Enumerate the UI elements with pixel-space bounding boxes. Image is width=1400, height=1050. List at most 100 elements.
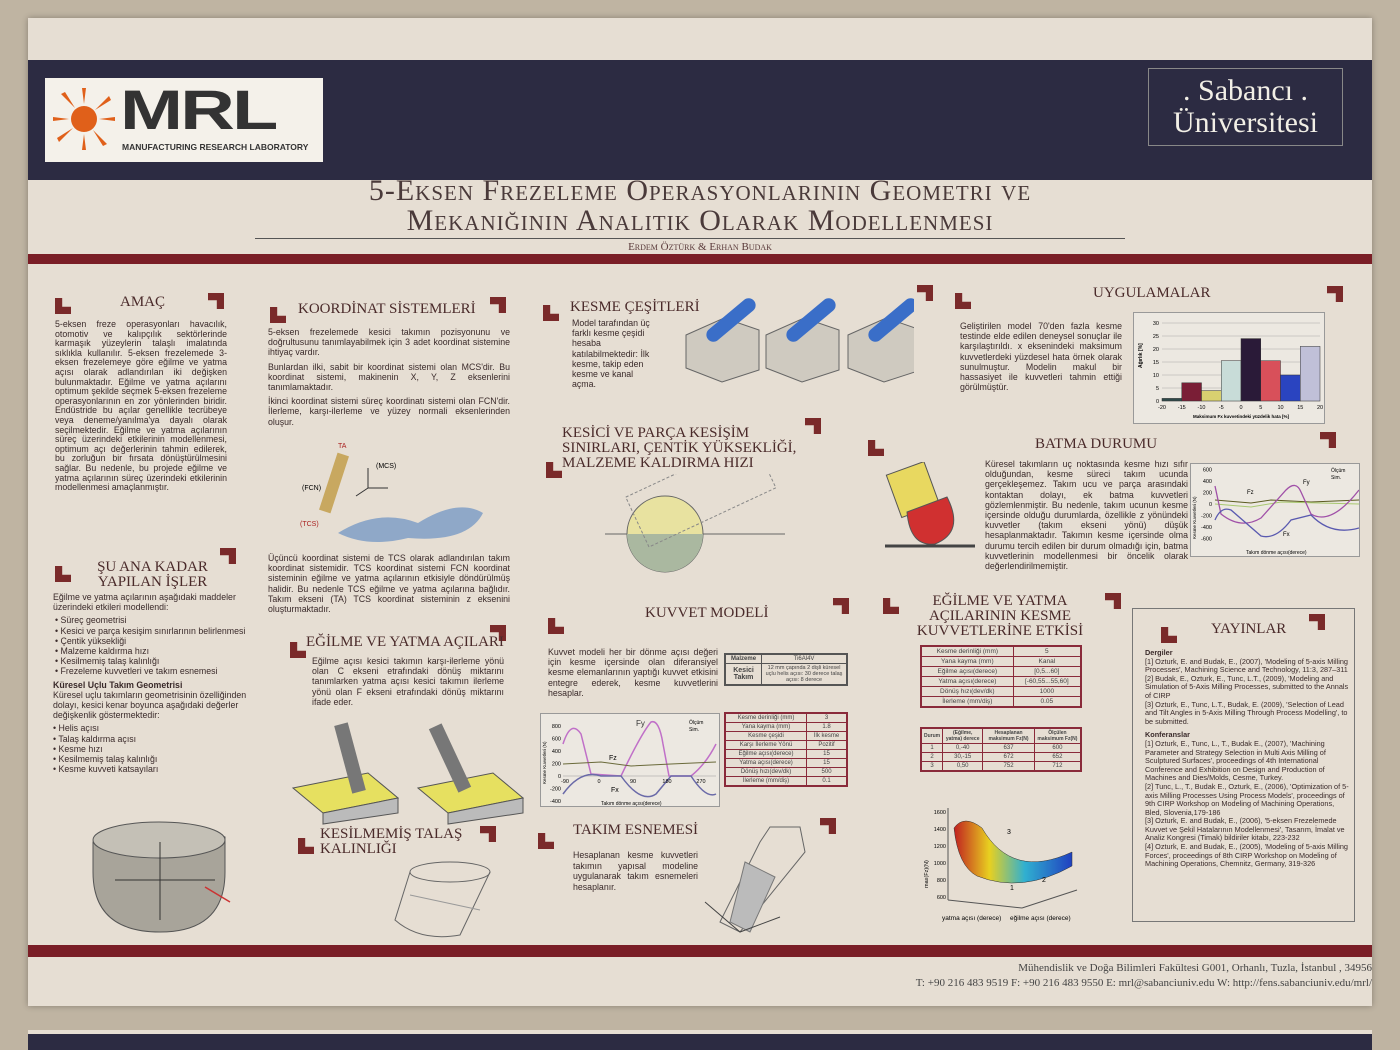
z-tick-label: 600 bbox=[937, 895, 946, 901]
list-item: Çentik yüksekliği bbox=[55, 636, 253, 646]
list-item: Kesme kuvveti katsayıları bbox=[53, 764, 253, 774]
y-tick-label: -200 bbox=[550, 787, 561, 793]
y-tick-label: 400 bbox=[1203, 479, 1212, 485]
table-cell: Eğilme açısı(derece) bbox=[724, 749, 808, 759]
x-tick-label: 15 bbox=[1297, 405, 1303, 411]
publication-item: [4] Ozturk, E. and Budak, E., (2005), 'M… bbox=[1145, 842, 1348, 869]
legend-item: Sim. bbox=[1331, 475, 1341, 481]
histogram-bar bbox=[1181, 382, 1202, 402]
x-axis-label: yatma açısı (derece) bbox=[942, 915, 1001, 922]
sun-logo-icon bbox=[53, 88, 115, 150]
table-row: Yana kayma (mm)Kanal bbox=[920, 656, 1082, 667]
takim-esnemesi-text: Hesaplanan kesme kuvvetleri takımın yapı… bbox=[573, 850, 698, 892]
x-tick-label: -5 bbox=[1219, 405, 1224, 411]
x-tick-label: 0 bbox=[1239, 405, 1242, 411]
university-name-line2: Üniversitesi bbox=[1173, 106, 1318, 139]
histogram-bar bbox=[1260, 360, 1281, 402]
table-cell: 1000 bbox=[1012, 686, 1082, 697]
table-row: Kesme derinliği (mm)5 bbox=[920, 645, 1082, 657]
footer-contact: T: +90 216 483 9519 F: +90 216 483 9550 … bbox=[915, 977, 1372, 989]
x-tick-label: -20 bbox=[1158, 405, 1166, 411]
corner-marker-icon bbox=[1309, 614, 1325, 630]
table-cell: Malzeme bbox=[724, 653, 763, 664]
plot-mark: 3 bbox=[1007, 829, 1011, 836]
table-cell: 2 bbox=[920, 752, 944, 762]
y-tick-label: -200 bbox=[1201, 514, 1212, 520]
publication-item: [3] Ozturk, E. and Budak, E., (2006), '5… bbox=[1145, 816, 1345, 843]
sabanci-logo: . Sabancı .Üniversitesi bbox=[1148, 68, 1343, 146]
y-axis-label: eğilme açısı (derece) bbox=[1010, 915, 1071, 922]
footer-bar bbox=[28, 945, 1372, 957]
mrl-logo-subtitle: MANUFACTURING RESEARCH LABORATORY bbox=[122, 142, 309, 152]
x-axis-label: Takım dönme açısı(derece) bbox=[1246, 550, 1307, 556]
engagement-boundaries-figure bbox=[605, 474, 785, 573]
title-rule bbox=[255, 238, 1125, 239]
authors: Erdem Öztürk & Erhan Budak bbox=[628, 241, 772, 253]
table-cell: Kesme çeşidi bbox=[724, 731, 808, 741]
table-cell: 15 bbox=[806, 749, 848, 759]
table-cell: 3 bbox=[920, 761, 944, 772]
z-tick-label: 1600 bbox=[934, 810, 946, 816]
list-item: Süreç geometrisi bbox=[55, 615, 253, 625]
section-heading-kesme-cesitleri: KESME ÇEŞİTLERİ bbox=[570, 299, 700, 315]
x-tick-label: 0 bbox=[597, 779, 600, 785]
z-tick-label: 1000 bbox=[934, 861, 946, 867]
koordinat-text: 5-eksen frezelemede kesici takımın pozis… bbox=[268, 327, 510, 427]
table-cell: Yana kayma (mm) bbox=[724, 722, 808, 732]
paragraph: Bunlardan ilki, sabit bir koordinat sist… bbox=[268, 361, 510, 393]
table-cell: Karşı İlerleme Yönü bbox=[724, 740, 808, 750]
x-axis-label: Takım dönme açısı(derece) bbox=[601, 801, 662, 807]
y-tick-label: -600 bbox=[1201, 537, 1212, 543]
publications-subheading: Dergiler bbox=[1145, 648, 1173, 657]
ploughing-figure bbox=[885, 462, 975, 548]
table-cell: 15 bbox=[806, 758, 848, 768]
y-tick-label: 600 bbox=[552, 737, 561, 743]
publication-item: [2] Tunc, L., T., Budak E., Ozturk, E., … bbox=[1145, 781, 1349, 817]
section-heading-egilme: EĞİLME VE YATMA AÇILARI bbox=[306, 634, 504, 650]
section-heading-yayinlar: YAYINLAR bbox=[1211, 621, 1287, 637]
table-cell: 500 bbox=[806, 767, 848, 777]
table-header-cell: Hesaplanan maksimum Fz(N) bbox=[982, 727, 1035, 744]
list-item: Malzeme kaldırma hızı bbox=[55, 646, 253, 656]
ploughing-force-chart: Fz Fy Fx Ölçüm Sim. Takım dönme açısı(de… bbox=[1190, 463, 1360, 557]
table-cell: 0,50 bbox=[942, 761, 984, 772]
table-cell: İlerleme (mm/diş) bbox=[920, 696, 1014, 708]
table-cell: Yatma açısı(derece) bbox=[920, 676, 1014, 687]
y-tick-label: 20 bbox=[1153, 347, 1159, 353]
section-heading-kuvvet: KUVVET MODELİ bbox=[645, 605, 769, 621]
x-tick-label: -15 bbox=[1178, 405, 1186, 411]
table-header-cell: (Eğilme, yatma) derece bbox=[942, 727, 984, 744]
table-cell: Kesme derinliği (mm) bbox=[724, 712, 808, 723]
series-label: Fx bbox=[611, 787, 619, 794]
table-cell: İlerleme (mm/diş) bbox=[724, 776, 808, 787]
z-tick-label: 1400 bbox=[934, 827, 946, 833]
z-tick-label: 800 bbox=[937, 878, 946, 884]
fig-label: (FCN) bbox=[302, 485, 321, 492]
table-cell: 672 bbox=[982, 752, 1035, 762]
legend-item: Sim. bbox=[689, 727, 699, 733]
table-row: Eğilme açısı(derece)[0,5...60] bbox=[920, 666, 1082, 677]
fig-label: (TCS) bbox=[300, 521, 319, 528]
legend-item: Ölçüm bbox=[1331, 467, 1345, 474]
table-row: İlerleme (mm/diş)0.1 bbox=[724, 776, 848, 787]
geometry-list: Helis açısı Talaş kaldırma açısı Kesme h… bbox=[53, 723, 253, 774]
mrl-logo bbox=[45, 78, 323, 162]
publication-item: [1] Ozturk, E. and Budak, E., (2007), 'M… bbox=[1145, 656, 1348, 675]
su-ana-kadar-intro: Eğilme ve yatma açılarının aşağıdaki mad… bbox=[53, 592, 236, 613]
table-cell: 0,-40 bbox=[942, 743, 984, 753]
paragraph: İkinci koordinat sistemi süreç koordinat… bbox=[268, 396, 510, 427]
section-heading-takim-esnemesi: TAKIM ESNEMESİ bbox=[573, 822, 699, 838]
divider-bar bbox=[28, 254, 1372, 264]
publication-item: [3] Ozturk, E., Tunc, L.T., Budak, E. (2… bbox=[1145, 699, 1348, 726]
paragraph: 5-eksen frezelemede kesici takımın pozis… bbox=[268, 327, 510, 358]
y-tick-label: -400 bbox=[1201, 525, 1212, 531]
coordinate-systems-figure: TA (MCS) (FCN) (TCS) bbox=[300, 443, 483, 542]
